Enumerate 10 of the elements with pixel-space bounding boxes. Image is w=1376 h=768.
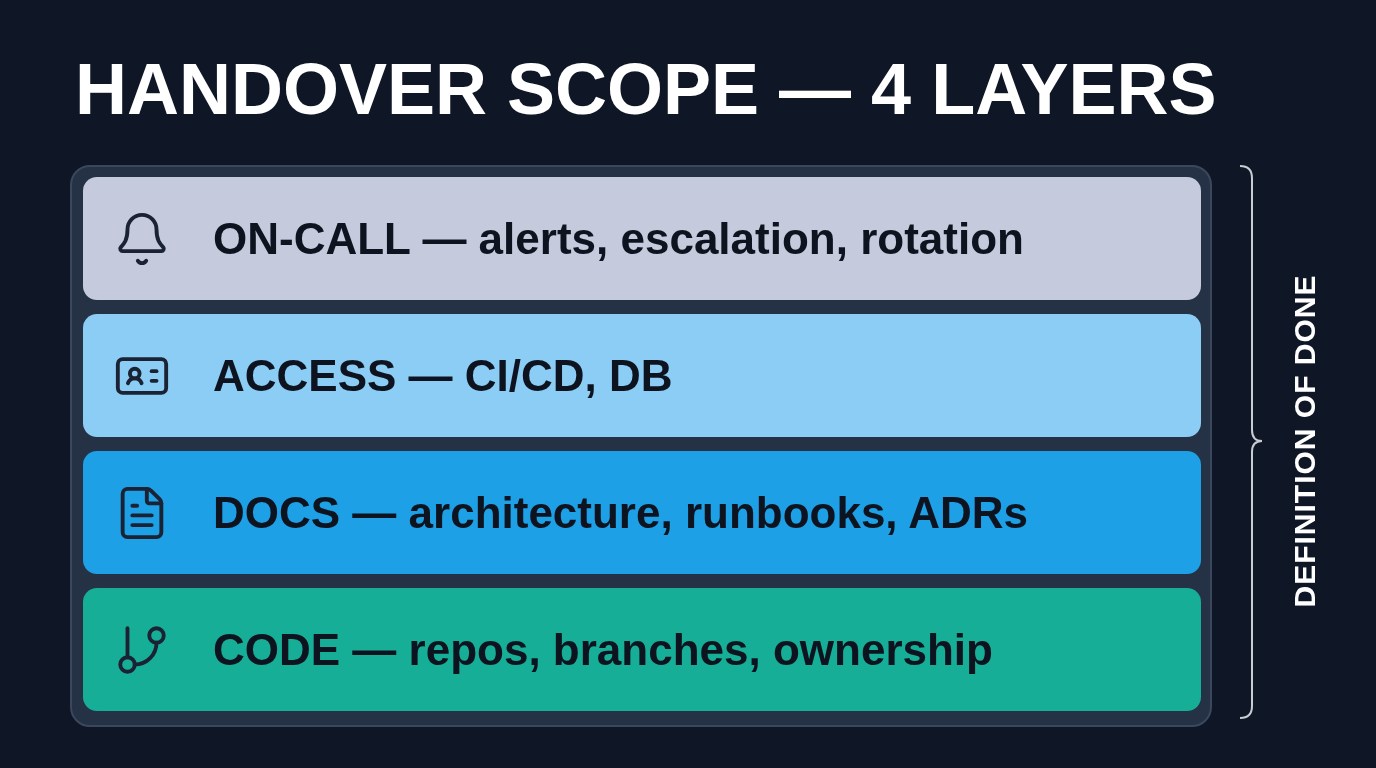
layer-band — [83, 451, 1201, 574]
layer-label: DOCS — architecture, runbooks, ADRs — [213, 487, 1028, 538]
layer-label: ON-CALL — alerts, escalation, rotation — [213, 213, 1024, 264]
layer-band — [83, 177, 1201, 300]
title: HANDOVER SCOPE — 4 LAYERS — [75, 48, 1217, 130]
layer-band — [83, 588, 1201, 711]
layer-label: CODE — repos, branches, ownership — [213, 624, 993, 675]
layer-band — [83, 314, 1201, 437]
side-label: DEFINITION OF DONE — [1288, 274, 1322, 608]
layer-label: ACCESS — CI/CD, DB — [213, 350, 673, 401]
